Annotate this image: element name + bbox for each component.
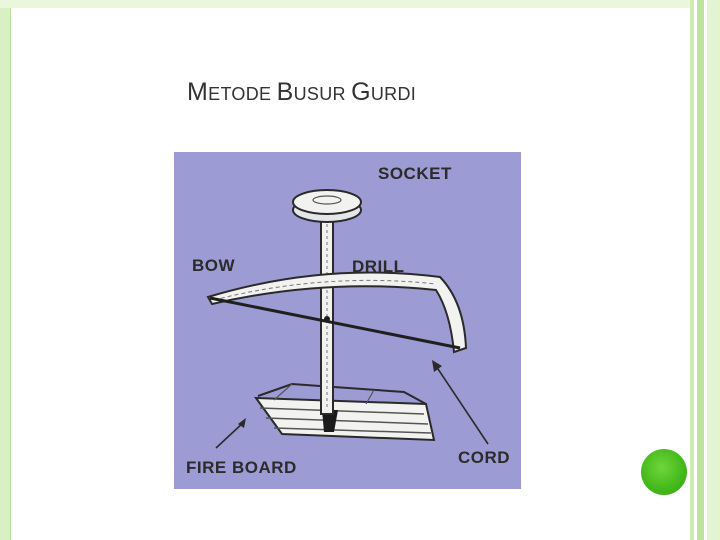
bow-drill-diagram: SOCKET BOW DRILL CORD FIRE BOARD: [174, 152, 521, 489]
fire-board: [253, 382, 436, 442]
label-fire-board: FIRE BOARD: [186, 458, 297, 477]
title-cap: B: [276, 78, 294, 106]
label-cord: CORD: [458, 448, 510, 467]
title-rest: URDI: [370, 84, 417, 104]
accent-circle: [641, 449, 687, 495]
cord: [209, 296, 461, 350]
title-cap: G: [351, 78, 371, 106]
slide-title: METODE BUSUR GURDI: [187, 78, 416, 107]
frame-right-stripe: [707, 0, 720, 540]
frame-right-stripe: [697, 0, 704, 540]
bow: [206, 271, 468, 354]
title-cap: M: [187, 78, 209, 106]
title-rest: ETODE: [208, 84, 277, 104]
label-pointers: [215, 360, 489, 449]
frame-top-border: [0, 0, 690, 8]
label-socket: SOCKET: [378, 164, 452, 183]
frame-right-stripe: [690, 0, 694, 540]
socket: [292, 189, 362, 223]
label-drill: DRILL: [352, 257, 405, 276]
frame-left-border: [0, 0, 11, 540]
label-bow: BOW: [192, 256, 236, 275]
title-rest: USUR: [293, 84, 352, 104]
